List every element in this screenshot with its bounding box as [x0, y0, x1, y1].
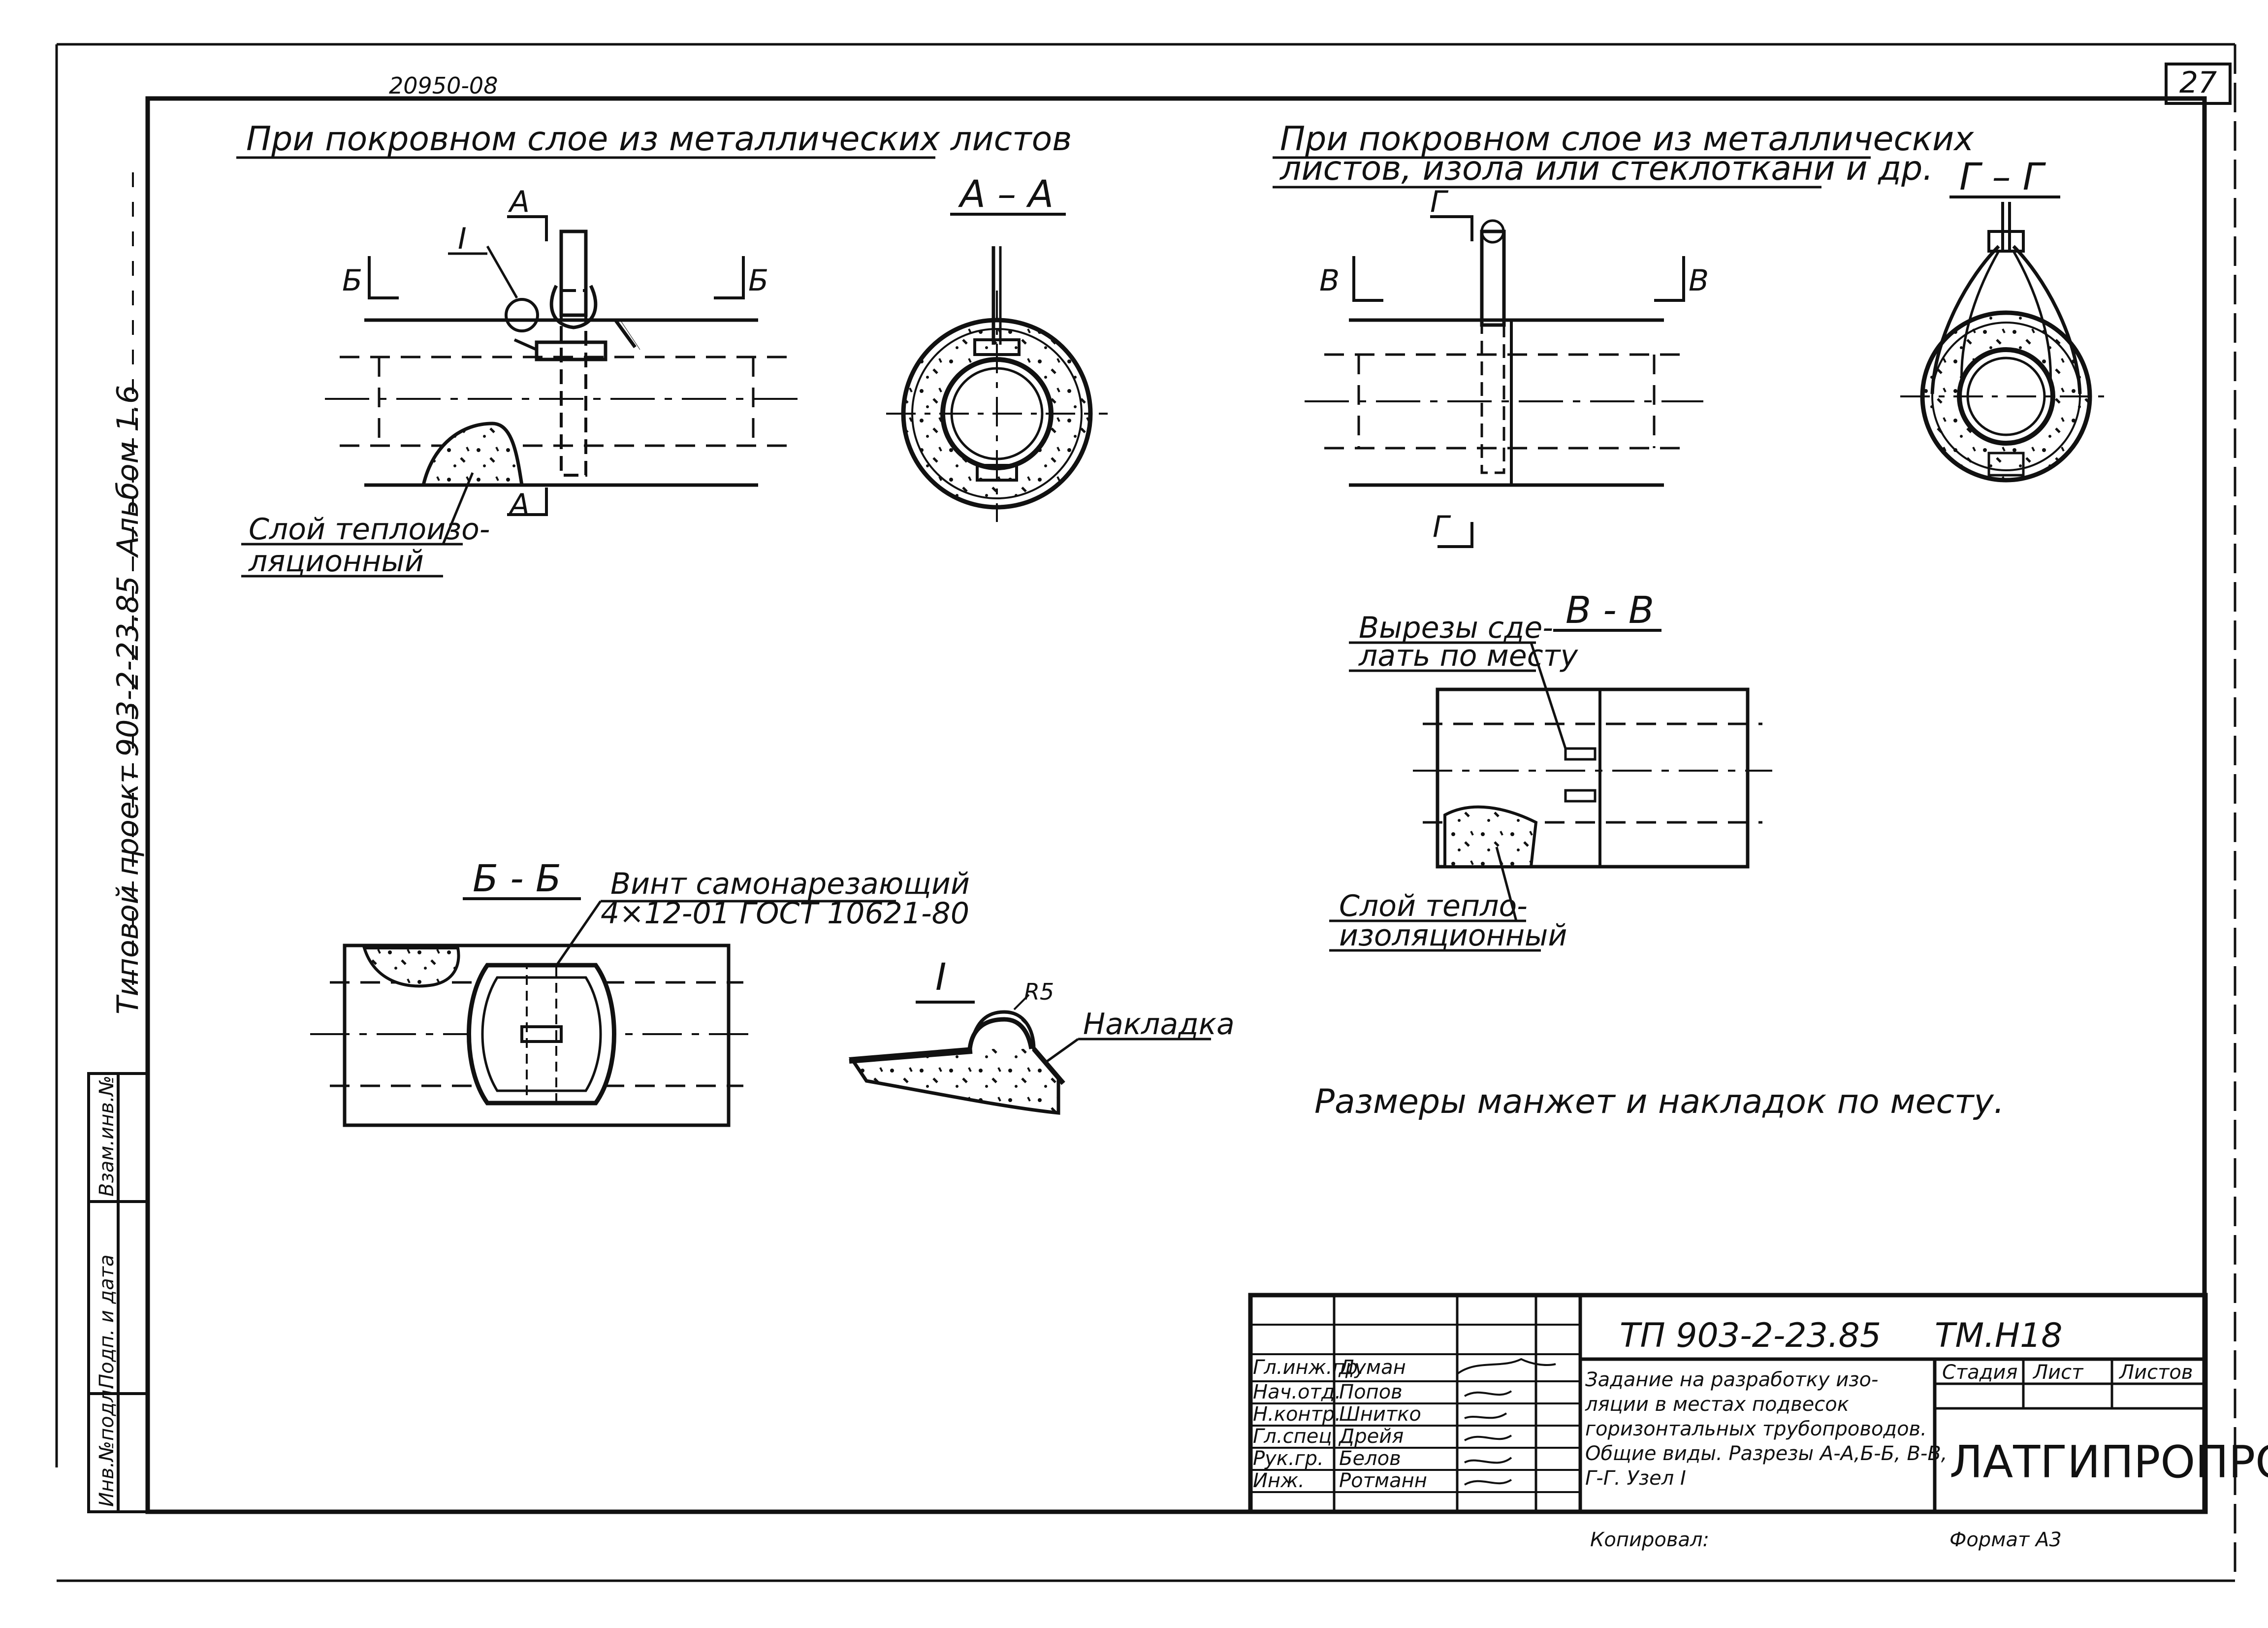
radius-label: R5: [1024, 978, 1054, 1005]
cuts-label-2: лать по месту: [1358, 639, 1579, 673]
name-3: Дрейя: [1338, 1425, 1404, 1448]
section-gg-drawing: [1900, 202, 2112, 483]
section-bb-title: Б - Б: [473, 856, 561, 900]
cut-v-right: В: [1689, 263, 1709, 298]
side-labels: Альбом 1.6 Типовой проект 903-2-23.85: [111, 172, 145, 1014]
album-label: Альбом 1.6: [111, 385, 145, 558]
doc-number: 20950-08: [389, 72, 498, 99]
right-title-2: листов, изола или стеклоткани и др.: [1279, 149, 1933, 188]
stage-header: Стадия: [1942, 1361, 2017, 1384]
name-4: Белов: [1339, 1447, 1401, 1470]
right-title-1: При покровном слое из металлических: [1280, 120, 1974, 159]
cut-g-top: Г: [1430, 185, 1449, 219]
doc-code: ТП 903-2-23.85: [1620, 1316, 1881, 1355]
role-3: Гл.спец.: [1253, 1425, 1338, 1448]
section-gg-title: Г – Г: [1959, 155, 2046, 198]
sheet-number: 27: [2179, 65, 2217, 100]
section-vv-drawing: [1413, 687, 1772, 869]
description-0: Задание на разработку изо-: [1585, 1368, 1878, 1391]
role-0: Гл.инж.пр.: [1253, 1356, 1364, 1379]
cut-a-top: А: [508, 185, 530, 219]
organization: ЛАТГИПРОПРОМ: [1949, 1436, 2268, 1488]
section-bb-drawing: [310, 944, 758, 1127]
cut-a-bottom: А: [508, 488, 530, 522]
description-1: ляции в местах подвесок: [1585, 1393, 1849, 1416]
cuts-label-1: Вырезы сде-: [1359, 611, 1553, 645]
role-4: Рук.гр.: [1253, 1447, 1324, 1470]
name-5: Ротманн: [1339, 1469, 1427, 1492]
name-1: Попов: [1339, 1381, 1403, 1403]
layer-right-2: изоляционный: [1339, 918, 1567, 953]
name-0: Думан: [1338, 1356, 1406, 1379]
left-pipe-view: [325, 215, 807, 516]
screw-label-1: Винт самонарезающий: [610, 867, 970, 901]
note-text: Размеры манжет и накладок по месту.: [1314, 1082, 2004, 1121]
description-4: Г-Г. Узел I: [1585, 1467, 1686, 1490]
format-label: Формат А3: [1949, 1529, 2062, 1551]
layer-label-2: ляционный: [248, 544, 424, 579]
description-3: Общие виды. Разрезы А-А,Б-Б, В-В,: [1585, 1442, 1948, 1465]
detail-i-drawing: [848, 994, 1065, 1115]
description-2: горизонтальных трубопроводов.: [1585, 1418, 1927, 1440]
sheet-frame: [55, 43, 2236, 1582]
side-stamp-podp: Подп. и дата: [96, 1255, 118, 1389]
cut-b-right: Б: [748, 263, 768, 298]
side-stamp-inv: Инв.№подл.: [96, 1383, 118, 1507]
section-vv-title: В - В: [1565, 588, 1654, 632]
left-title: При покровном слое из металлических лист…: [246, 120, 1072, 159]
role-2: Н.контр.: [1253, 1403, 1341, 1426]
side-stamp-vzam: Взам.инв.№: [96, 1075, 118, 1197]
cut-b-left: Б: [342, 263, 362, 298]
role-5: Инж.: [1253, 1469, 1305, 1492]
layer-right-1: Слой тепло-: [1339, 889, 1528, 923]
cut-v-left: В: [1319, 263, 1340, 298]
detail-i-title: I: [935, 955, 946, 999]
sheet-header: Лист: [2032, 1361, 2084, 1384]
name-2: Шнитко: [1339, 1403, 1421, 1426]
section-aa-drawing: [886, 246, 1108, 522]
cut-g-bottom: Г: [1433, 510, 1451, 544]
doc-mark: ТМ.Н18: [1935, 1316, 2062, 1355]
role-1: Нач.отд.: [1253, 1381, 1341, 1403]
side-stamp: [87, 1072, 149, 1513]
title-block: [1248, 1293, 2208, 1514]
project-label: Типовой проект 903-2-23.85: [111, 576, 145, 1014]
overlay-label: Накладка: [1083, 1007, 1235, 1042]
detail-i-callout: I: [458, 222, 467, 256]
copied-label: Копировал:: [1590, 1529, 1709, 1551]
sheets-header: Листов: [2118, 1361, 2193, 1384]
section-aa-title: А – А: [958, 172, 1054, 216]
right-pipe-view: [1305, 215, 1703, 548]
